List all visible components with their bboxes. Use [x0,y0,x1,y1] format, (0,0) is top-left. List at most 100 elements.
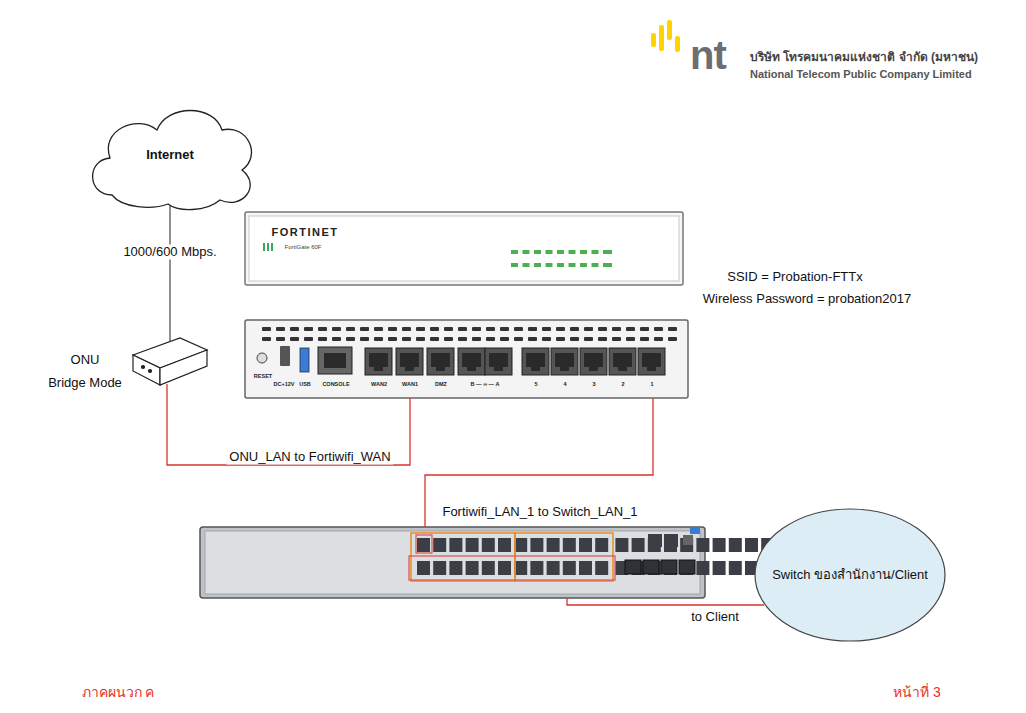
panel-detail [661,560,677,574]
panel-detail [557,263,564,267]
panel-detail [511,250,518,254]
panel-detail [346,337,355,341]
rect-outline [132,336,209,386]
panel-detail [696,538,709,552]
panel-detail [486,337,495,341]
panel-detail [626,327,635,331]
panel-detail [640,327,649,331]
client-ellipse: Switch ของสำนักงาน/Client [754,508,946,642]
cloud-path [93,111,252,210]
panel-detail [374,337,383,341]
network-cable [170,206,171,341]
panel-detail [613,353,632,367]
panel-detail [449,561,462,575]
panel-detail [514,538,527,552]
panel-detail [430,337,439,341]
panel-detail [528,337,537,341]
panel-detail [482,561,495,575]
panel-detail [626,337,635,341]
panel-detail [396,348,423,375]
wifi-note: SSID = Probation-FTTx [727,270,862,285]
panel-detail [466,538,479,552]
node-text: Switch ของสำนักงาน/Client [772,568,928,583]
panel-detail [570,327,579,331]
panel-detail [668,327,677,331]
page-number: หน้าที่ 3 [893,684,941,700]
network-cable [425,398,653,527]
fortigate-back-panel [245,320,688,398]
panel-detail [245,212,683,285]
panel-detail [675,36,680,52]
wifi-note: Wireless Password = probation2017 [703,292,911,307]
network-switch [200,527,705,598]
panel-detail [486,327,495,331]
panel-detail [200,527,705,598]
port-label: RESET [254,373,272,379]
panel-detail [304,337,313,341]
panel-detail [648,534,662,547]
panel-detail [526,353,545,367]
panel-detail [433,561,446,575]
panel-detail [729,538,742,552]
panel-detail [522,348,549,375]
panel-detail [427,348,454,375]
panel-detail [745,538,758,552]
panel-detail [556,327,565,331]
panel-detail [547,561,560,575]
internet-cloud: Internet [82,100,258,210]
panel-detail [436,367,445,371]
panel-detail [542,327,551,331]
edge-label: ONU_LAN to Fortiwifi_WAN [226,450,393,465]
port-label: B — ∞ — A [471,381,500,387]
panel-detail [555,353,574,367]
panel-detail [580,348,607,375]
panel-detail [262,337,271,341]
panel-detail [485,348,512,375]
panel-detail [500,327,509,331]
panel-detail [318,337,327,341]
panel-detail [318,327,327,331]
panel-detail [580,250,587,254]
network-cable [167,384,410,465]
panel-detail [651,33,656,47]
panel-detail [324,353,346,368]
panel-detail [546,263,553,267]
panel-detail [557,250,564,254]
panel-detail [511,250,612,267]
panel-detail [647,367,656,371]
panel-detail [466,561,479,575]
panel-detail [511,263,518,267]
panel-detail [280,346,290,366]
node-text: ONU [71,353,100,368]
panel-detail [563,538,576,552]
onu-device: ONUBridge Mode [132,336,209,386]
panel-detail [411,533,515,581]
panel-detail [388,327,397,331]
panel-detail [318,347,352,374]
panel-detail [500,337,509,341]
node-text: FORTINET [272,226,339,239]
panel-detail [515,533,613,581]
panel-detail [584,353,603,367]
edge-label: 1000/600 Mbps. [120,245,219,260]
onu-device [133,338,207,385]
panel-detail [542,337,551,341]
panel-detail [257,353,267,363]
panel-detail [388,337,397,341]
panel-detail [523,250,530,254]
panel-detail [615,538,628,552]
panel-detail [416,535,432,553]
panel-detail [262,327,677,341]
panel-detail [625,560,641,574]
edge-label: to Client [688,610,742,625]
network-switch [200,527,807,598]
company-name: บริษัท โทรคมนาคมแห่งชาติ จำกัด (มหาชน) [750,51,978,65]
nt-logo-bars [651,20,680,52]
panel-detail [365,348,665,375]
panel-detail [417,561,430,575]
panel-detail [547,538,560,552]
appendix-label: ภาคผนวก ค [82,684,155,700]
panel-detail [405,367,414,371]
port-label: USB [299,381,311,387]
